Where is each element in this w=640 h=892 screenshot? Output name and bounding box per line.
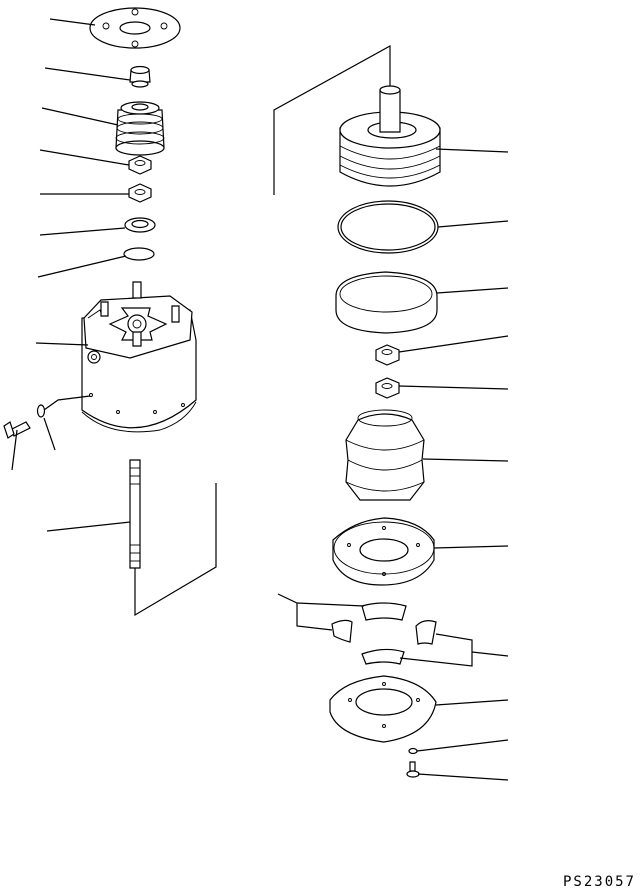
boot-bellows [346,410,424,500]
shoe-segment-top [362,603,406,620]
seal-ring [336,272,437,333]
bellows-valve [116,102,164,155]
small-screw [407,762,419,777]
figure-reference-code: PS23057 [562,874,636,890]
shoe-segment-bottom [362,649,404,664]
stud-rod [130,460,140,568]
small-nut [130,67,150,88]
o-ring [338,201,438,253]
flange-plate [90,8,180,48]
hex-nut-upper [129,156,151,174]
cylinder-housing [82,282,196,432]
leader-lines-left [12,19,216,615]
retainer-plate [333,518,434,585]
small-washer [38,405,45,417]
nut-right-upper [376,345,399,365]
base-plate [330,676,436,742]
small-washer-lower [409,749,417,754]
bolt [4,422,30,438]
washer [125,218,155,232]
shoe-segment-left [332,620,352,642]
leader-lines-right [274,46,508,780]
piston-with-shaft [340,86,440,186]
shoe-segment-right [416,621,436,644]
flange-nut [129,184,151,202]
nut-right-lower [376,378,399,398]
disc [124,248,154,260]
